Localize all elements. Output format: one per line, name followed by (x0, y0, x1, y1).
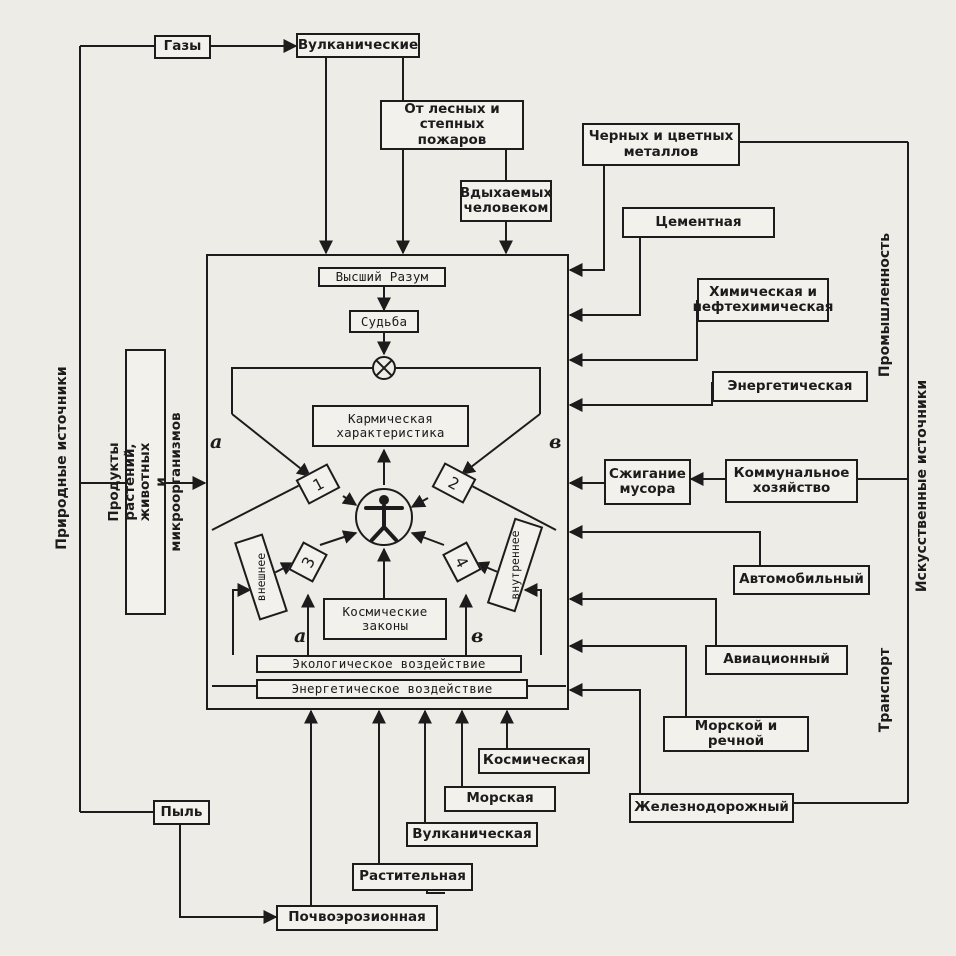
dust-cosmic-box: Космическая (478, 748, 590, 774)
karmic-box: Кармическая характеристика (312, 405, 469, 447)
internal-label: внутреннее (508, 530, 522, 600)
industry-metals-box: Черных и цветных металлов (582, 123, 740, 166)
dust-soil-erosion-box: Почвоэрозионная (276, 905, 438, 931)
transport-aviation-box: Авиационный (705, 645, 848, 675)
gases-box: Газы (154, 35, 211, 59)
bio-products-label: Продукты растений, животных и микроорган… (105, 412, 184, 552)
waste-burning-box: Сжигание мусора (604, 459, 691, 505)
dust-box: Пыль (153, 800, 210, 825)
industry-label: Промышленность (877, 232, 893, 378)
exhaled-box: Вдыхаемых человеком (460, 180, 552, 222)
transport-auto-box: Автомобильный (733, 565, 870, 595)
external-label: внешнее (254, 552, 268, 602)
transport-railway-box: Железнодорожный (629, 793, 794, 823)
letter-a-bottom: а (294, 625, 307, 647)
letter-v-bottom: в (471, 625, 484, 647)
fate-box: Судьба (349, 310, 419, 333)
industry-cement-box: Цементная (622, 207, 775, 238)
forest-fires-box: От лесных и степных пожаров (380, 100, 524, 150)
cosmic-laws-box: Космические законы (323, 598, 447, 640)
transport-marine-river-box: Морской и речной (663, 716, 809, 752)
ecological-impact-bar: Экологическое воздействие (256, 655, 522, 673)
industry-energy-box: Энергетическая (712, 371, 868, 402)
human-figure-icon (364, 495, 404, 542)
letter-v-top: в (549, 431, 562, 453)
dust-plant-box: Растительная (352, 863, 473, 891)
bio-products-box: Продукты растений, животных и микроорган… (106, 349, 184, 615)
volcanic-box: Вулканические (296, 33, 420, 58)
transport-label: Транспорт (877, 647, 893, 733)
industry-chemical-box: Химическая и нефтехимическая (693, 278, 833, 322)
letter-a-top: а (210, 431, 223, 453)
natural-sources-label: Природные источники (54, 366, 70, 550)
higher-mind-box: Высший Разум (318, 267, 446, 287)
artificial-sources-label: Искусственные источники (914, 379, 930, 593)
dust-marine-box: Морская (444, 786, 556, 812)
central-block (206, 254, 569, 710)
dust-volcanic-box: Вулканическая (406, 822, 538, 847)
energetic-impact-bar: Энергетическое воздействие (256, 679, 528, 699)
municipal-box: Коммунальное хозяйство (725, 459, 858, 503)
